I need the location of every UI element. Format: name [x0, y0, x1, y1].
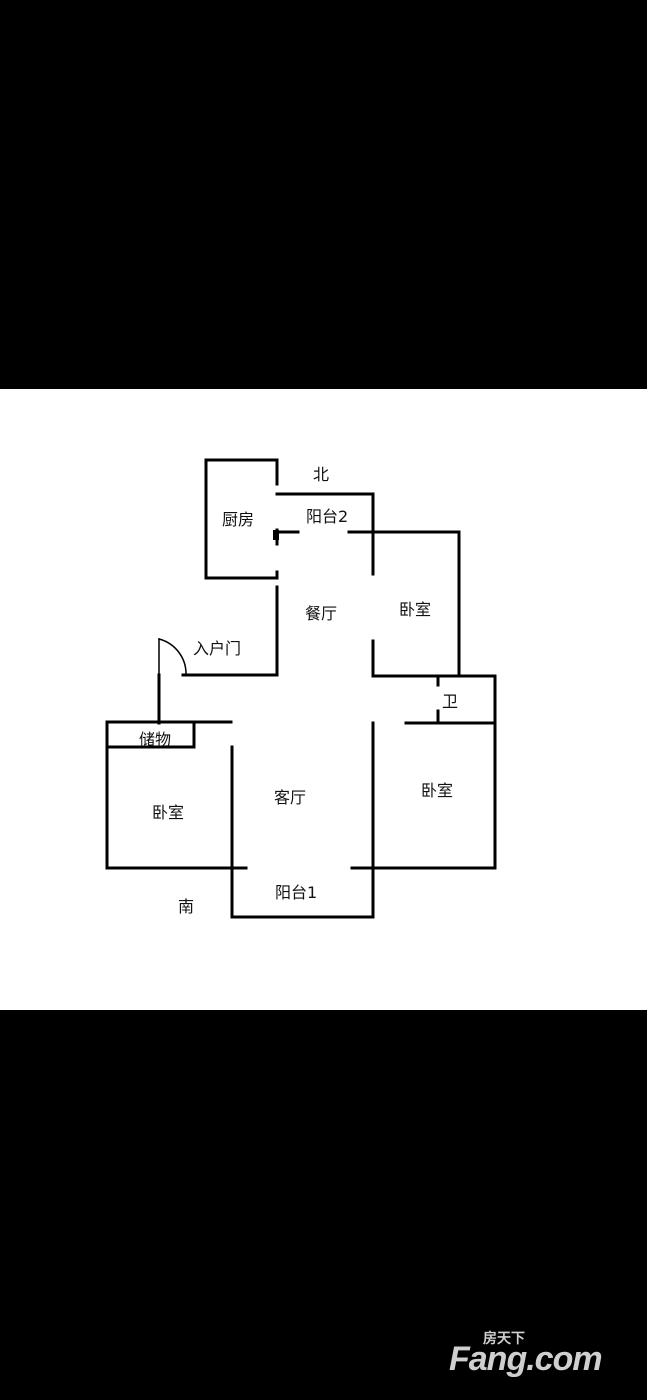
floor-plan-walls — [105, 458, 497, 919]
bedroom-ne-label: 卧室 — [399, 600, 432, 619]
dining-label: 餐厅 — [305, 604, 338, 623]
south-label: 南 — [178, 897, 195, 916]
entrance-door-swing — [158, 638, 187, 676]
bathroom-label: 卫 — [442, 692, 459, 711]
floor-plan-panel: 厨房 北 阳台2 餐厅 卧室 入户门 卫 储物 卧室 客厅 卧室 南 阳台1 — [0, 389, 647, 1010]
north-balcony-walls — [275, 492, 375, 533]
watermark-brand: Fang.com — [449, 1340, 603, 1378]
kitchen-label: 厨房 — [222, 510, 255, 529]
entrance-door-label: 入户门 — [193, 639, 242, 658]
bedroom-se-label: 卧室 — [421, 781, 454, 800]
watermark-sub: 房天下 — [483, 1331, 525, 1347]
kitchen-door-marker — [273, 530, 279, 540]
balcony-north-label: 阳台2 — [306, 507, 349, 526]
living-label: 客厅 — [274, 788, 307, 807]
storage-label: 储物 — [139, 730, 172, 749]
bedroom-sw-label: 卧室 — [152, 803, 185, 822]
north-label: 北 — [313, 465, 330, 484]
balcony-south-label: 阳台1 — [275, 883, 318, 902]
ne-bedroom-walls — [371, 530, 461, 677]
fang-watermark: 房天下 Fang.com — [449, 1331, 629, 1383]
kitchen-walls — [204, 458, 279, 580]
